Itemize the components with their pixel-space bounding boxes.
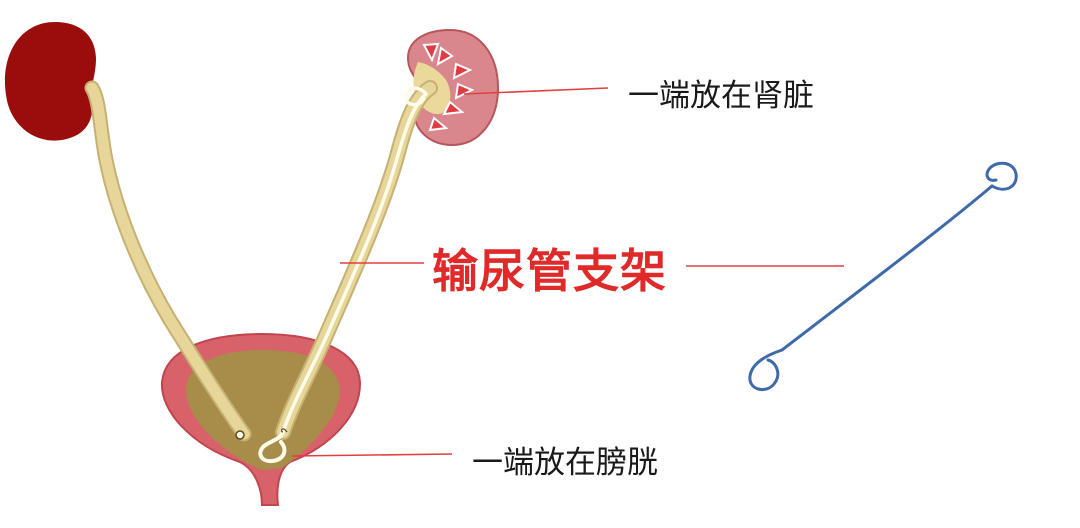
stent-bladder-curl-outline	[281, 428, 288, 433]
stent-device-top-coil	[985, 161, 1018, 191]
label-bladder-end: 一端放在膀胱	[472, 445, 658, 481]
stent-kidney-curl	[404, 86, 428, 107]
calyx	[422, 42, 440, 63]
calyx	[428, 116, 449, 132]
label-kidney-end: 一端放在肾脏	[628, 78, 814, 114]
calyx	[442, 100, 465, 116]
pointer-line-bladder	[291, 453, 453, 457]
stent-device-shaft	[780, 184, 994, 352]
stent-device-bottom-coil	[748, 348, 784, 392]
stent-in-body	[281, 92, 428, 434]
calyces	[422, 42, 475, 132]
double-j-stent-icon	[748, 161, 1018, 392]
kidney-solid-icon	[4, 22, 97, 141]
left-ureter-inner	[86, 82, 250, 440]
left-ureter-opening	[235, 430, 245, 440]
stent-bladder-curl	[258, 430, 287, 464]
calyx	[436, 46, 454, 66]
pointer-line-kidney	[463, 87, 609, 95]
label-stent-title: 输尿管支架	[432, 244, 667, 298]
calyx	[452, 62, 473, 80]
left-kidney	[4, 22, 97, 141]
